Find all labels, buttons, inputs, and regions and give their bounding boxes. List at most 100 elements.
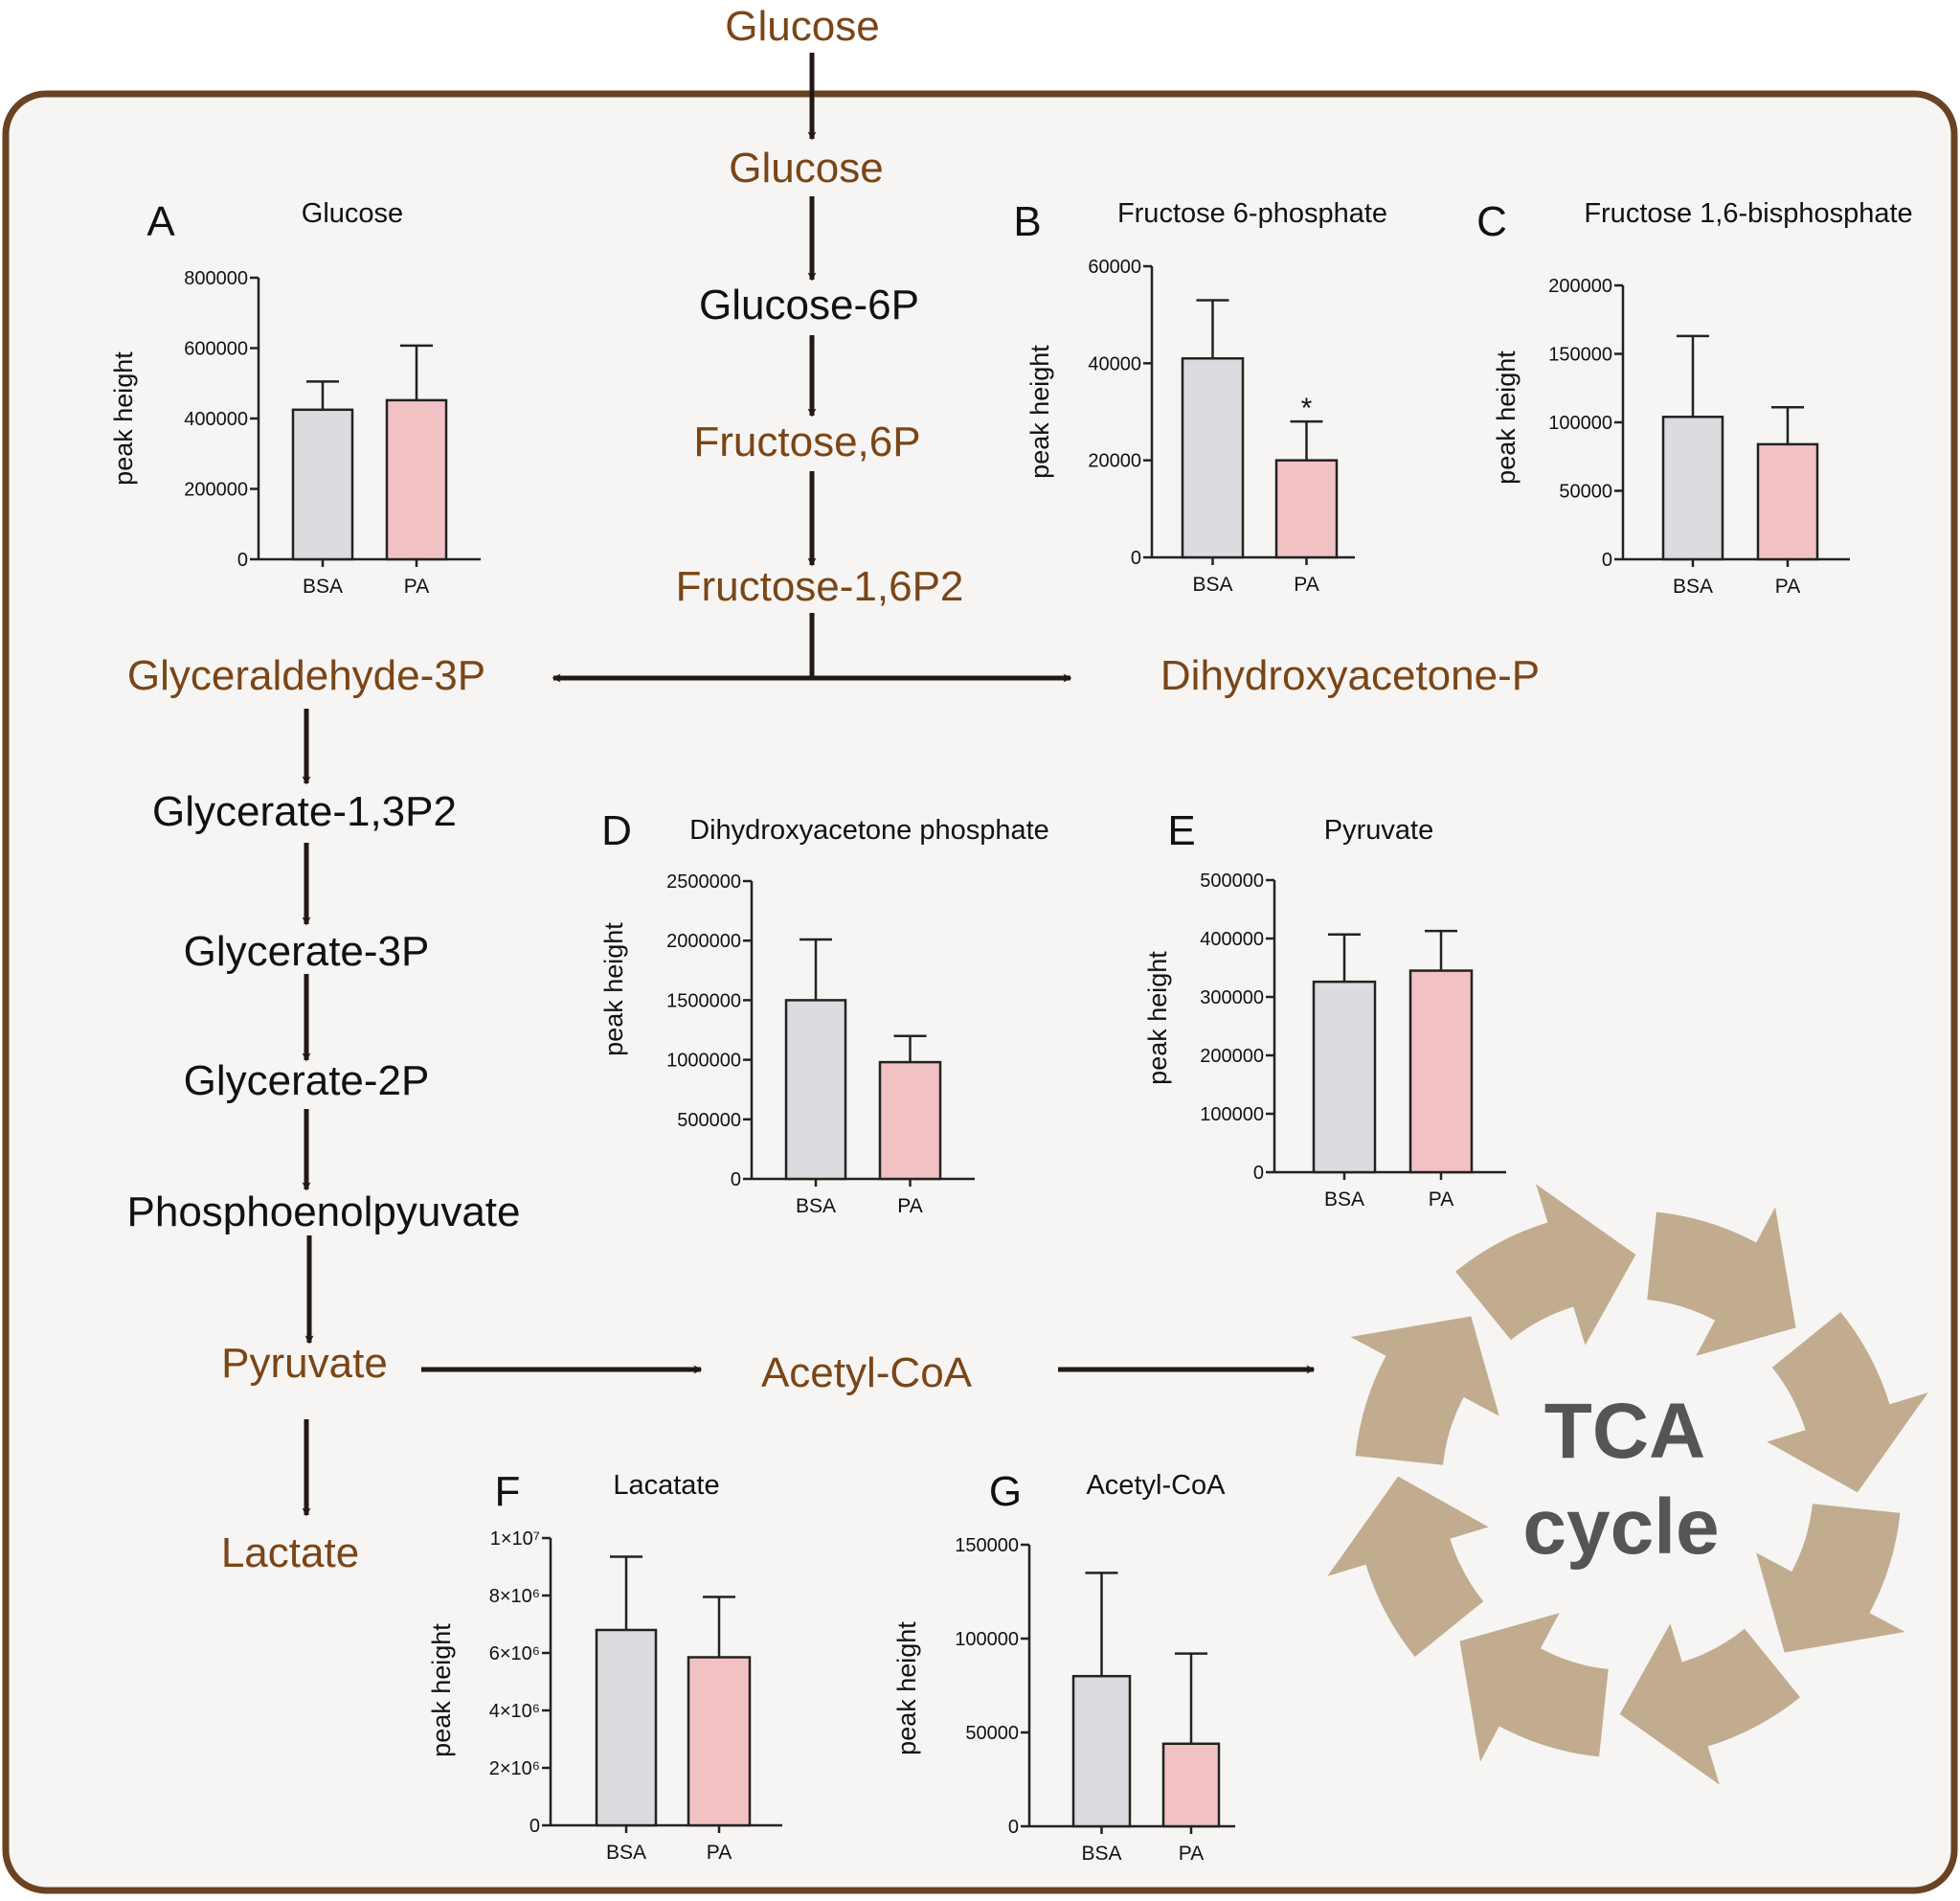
y-tick-label: 2×10⁶ [489,1758,540,1779]
bar-pa [878,1060,942,1181]
tca-arrow-segment [1350,1316,1499,1465]
label-acetyl-coa: Acetyl-CoA [761,1349,973,1396]
y-tick-label: 800000 [184,268,248,289]
x-tick-label: BSA [1673,576,1713,598]
chart-panel-d: D Dihydroxyacetone phosphate peak height 0 5… [599,807,1049,1217]
y-tick-label: 40000 [1088,353,1141,374]
bar-bsa [1181,357,1245,559]
y-tick-label: 0 [1008,1817,1019,1838]
x-tick-label: PA [707,1842,732,1864]
panel-letter: G [989,1468,1022,1515]
label-lactate: Lactate [221,1529,359,1576]
panel-letter: D [601,807,632,854]
y-tick-label: 60000 [1088,257,1141,278]
tca-arrow-segment [1327,1476,1489,1657]
y-tick-label: 500000 [677,1110,741,1131]
y-tick-label: 200000 [184,480,248,501]
y-tick-label: 2000000 [666,931,741,952]
y-axis-label: peak height [1025,345,1054,479]
y-axis-label: peak height [892,1621,921,1755]
chart-panel-g: G Acetyl-CoA peak height 0 50000 100000 150000… [892,1468,1235,1865]
label-glyceraldehyde-3p: Glyceraldehyde-3P [127,652,485,699]
y-axis-label: peak height [427,1623,456,1757]
x-tick-label: PA [897,1195,922,1217]
y-tick-label: 1000000 [666,1051,741,1072]
y-axis-label: peak height [109,351,138,486]
y-tick-label: 150000 [955,1535,1019,1556]
label-fructose-16p2: Fructose-1,6P2 [676,563,964,610]
tca-arrow-segment [1455,1184,1636,1346]
chart-panel-a: A Glucose peak height 0 200000 400000 600000 80… [109,198,481,598]
tca-cycle-arrows [1327,1184,1928,1785]
y-tick-label: 200000 [1548,276,1612,297]
panel-letter: A [146,198,175,245]
chart-title: Dihydroxyacetone phosphate [689,815,1049,846]
x-tick-label: PA [1294,574,1318,596]
y-tick-label: 4×10⁶ [489,1701,540,1722]
y-tick-label: 50000 [965,1723,1019,1744]
label-glucose-outside: Glucose [725,3,879,50]
x-tick-label: PA [1775,576,1800,598]
bar-pa [1274,459,1339,559]
y-tick-label: 0 [1253,1163,1264,1184]
y-tick-label: 600000 [184,339,248,360]
tca-arrow-segment [1767,1312,1928,1493]
bar-bsa [1661,416,1724,561]
y-tick-label: 50000 [1559,482,1612,503]
cell-frame [2,90,1958,1894]
pathway-labels: Glucose Glucose Glucose-6P Fructose,6P F… [127,3,1541,1576]
y-tick-label: 0 [731,1169,741,1190]
y-tick-label: 150000 [1548,345,1612,366]
panel-letter: B [1013,198,1041,245]
x-tick-label: PA [1179,1843,1204,1865]
x-tick-label: BSA [1081,1843,1121,1865]
x-tick-label: BSA [1324,1188,1364,1211]
x-tick-label: BSA [1192,574,1232,596]
label-glycerate-2p: Glycerate-2P [184,1057,430,1104]
label-glycerate-13p2: Glycerate-1,3P2 [152,788,457,835]
y-tick-label: 100000 [955,1629,1019,1650]
y-tick-label: 100000 [1548,413,1612,434]
chart-title: Glucose [302,198,403,229]
y-tick-label: 1×10⁷ [490,1528,540,1550]
tca-arrow-segment [1619,1623,1800,1785]
tca-arrow-segment [1459,1613,1609,1762]
label-dihydroxyacetone-p: Dihydroxyacetone-P [1160,652,1540,699]
chart-title: Acetyl-CoA [1086,1470,1226,1501]
x-tick-label: PA [404,576,429,598]
y-tick-label: 0 [237,550,248,571]
y-tick-label: 1500000 [666,990,741,1011]
tca-cycle-label: TCA cycle [1522,1388,1719,1571]
y-tick-label: 0 [1131,548,1141,569]
label-phosphoenolpyuvate: Phosphoenolpyuvate [127,1188,521,1235]
y-tick-label: 300000 [1200,987,1264,1008]
x-tick-label: BSA [796,1195,836,1217]
y-tick-label: 8×10⁶ [489,1586,540,1607]
y-tick-label: 0 [1602,550,1612,571]
y-axis-label: peak height [599,922,628,1056]
y-tick-label: 500000 [1200,871,1264,892]
label-fructose-6p: Fructose,6P [693,419,920,465]
panel-letter: F [495,1468,521,1515]
y-axis-label: peak height [1143,951,1172,1085]
y-tick-label: 0 [529,1816,540,1837]
chart-title: Fructose 6-phosphate [1117,198,1387,229]
bar-bsa [595,1628,658,1827]
y-axis-label: peak height [1492,351,1521,485]
label-glucose: Glucose [729,145,883,192]
pathway-arrows [302,53,1316,1517]
chart-title: Lacatate [613,1470,719,1501]
bar-pa [1756,442,1819,561]
y-tick-label: 6×10⁶ [489,1643,540,1664]
label-glucose-6p: Glucose-6P [699,282,919,328]
chart-title: Pyruvate [1324,815,1433,846]
x-tick-label: BSA [303,576,343,598]
y-tick-label: 400000 [184,409,248,430]
x-tick-label: BSA [606,1842,646,1864]
label-pyruvate: Pyruvate [221,1340,388,1387]
